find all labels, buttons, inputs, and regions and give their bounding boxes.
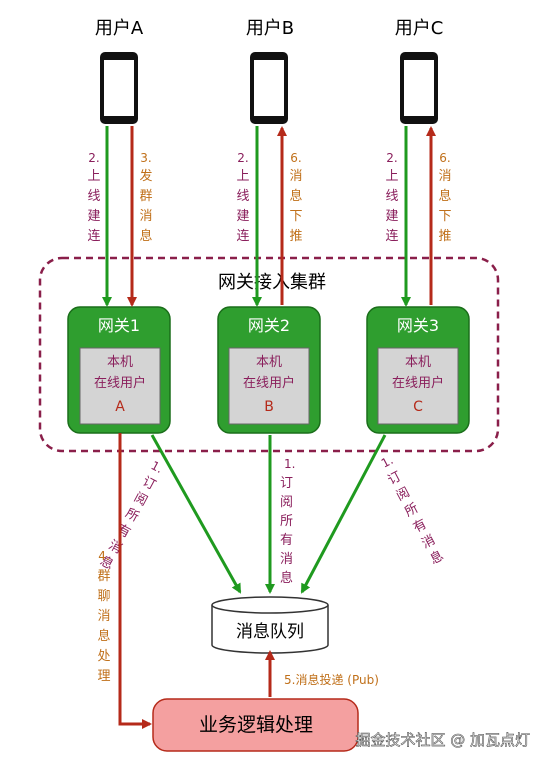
svg-text:订: 订: [386, 469, 405, 488]
svg-text:群: 群: [139, 189, 152, 204]
svg-text:线: 线: [385, 189, 398, 204]
gateway-2-user: B: [264, 399, 274, 415]
svg-text:消: 消: [289, 169, 302, 184]
svg-text:建: 建: [236, 209, 249, 224]
svg-text:息: 息: [289, 188, 302, 204]
gateway-3-user: C: [413, 399, 423, 415]
svg-text:息: 息: [139, 228, 152, 244]
svg-text:建: 建: [87, 209, 100, 224]
gateway-1-line2: 在线用户: [94, 375, 146, 391]
gateway-1: 网关1 本机 在线用户 A: [67, 306, 171, 434]
svg-text:理: 理: [97, 669, 110, 684]
label-b-connect: 2. 上 线 建 连: [236, 151, 249, 244]
svg-text:订: 订: [140, 474, 159, 493]
phone-b-icon: [250, 52, 288, 124]
svg-text:阅: 阅: [394, 485, 413, 504]
svg-text:息: 息: [427, 548, 446, 568]
svg-text:所: 所: [402, 501, 421, 520]
user-a-label: 用户A: [95, 18, 144, 39]
svg-text:群: 群: [97, 569, 110, 584]
gateway-3: 网关3 本机 在线用户 C: [366, 306, 470, 434]
svg-text:消: 消: [97, 609, 110, 624]
svg-text:消: 消: [438, 169, 451, 184]
svg-text:下: 下: [438, 209, 451, 224]
svg-text:消: 消: [419, 533, 438, 552]
svg-text:推: 推: [289, 229, 302, 244]
svg-text:4.: 4.: [98, 549, 109, 563]
svg-text:上: 上: [385, 169, 398, 184]
label-c-push: 6. 消 息 下 推: [438, 151, 451, 244]
svg-text:下: 下: [289, 209, 302, 224]
gateway-1-user: A: [115, 399, 125, 415]
svg-text:1.: 1.: [149, 458, 166, 476]
gateway-3-title: 网关3: [397, 316, 439, 335]
svg-text:息: 息: [280, 570, 293, 586]
svg-text:所: 所: [123, 506, 142, 525]
svg-text:有: 有: [280, 533, 293, 548]
svg-text:连: 连: [236, 228, 249, 244]
gateway-2: 网关2 本机 在线用户 B: [217, 306, 321, 434]
svg-text:息: 息: [438, 188, 451, 204]
label-subscribe-3: 1. 订 阅 所 有 消 息: [379, 453, 446, 568]
svg-text:所: 所: [280, 514, 293, 529]
gateway-2-line2: 在线用户: [243, 375, 295, 391]
svg-text:阅: 阅: [280, 495, 293, 510]
svg-text:聊: 聊: [97, 589, 110, 604]
svg-text:上: 上: [87, 169, 100, 184]
svg-text:6.: 6.: [439, 151, 450, 165]
arrow-subscribe-1: [150, 434, 242, 594]
svg-text:阅: 阅: [131, 490, 150, 509]
publish-label: 5.消息投递 (Pub): [284, 672, 379, 687]
svg-text:1.: 1.: [284, 457, 295, 471]
user-b-label: 用户B: [246, 18, 294, 39]
phone-a-icon: [100, 52, 138, 124]
svg-text:订: 订: [280, 476, 293, 491]
svg-text:线: 线: [236, 189, 249, 204]
svg-text:连: 连: [87, 228, 100, 244]
gateway-3-line1: 本机: [405, 355, 431, 370]
svg-text:2.: 2.: [88, 151, 99, 165]
svg-text:2.: 2.: [386, 151, 397, 165]
svg-text:建: 建: [385, 209, 398, 224]
svg-text:2.: 2.: [237, 151, 248, 165]
arrow-subscribe-3: [300, 434, 387, 594]
svg-text:3.: 3.: [140, 151, 151, 165]
watermark: 掘金技术社区 @ 加瓦点灯: [355, 731, 530, 749]
gateway-2-title: 网关2: [248, 316, 290, 335]
svg-text:发: 发: [139, 168, 152, 184]
svg-text:1.: 1.: [379, 453, 396, 471]
svg-text:有: 有: [411, 517, 430, 536]
cluster-title: 网关接入集群: [218, 272, 326, 293]
message-queue: 消息队列: [211, 596, 329, 654]
label-c-connect: 2. 上 线 建 连: [385, 151, 398, 244]
svg-text:连: 连: [385, 228, 398, 244]
user-c-label: 用户C: [395, 18, 444, 39]
label-a-connect: 2. 上 线 建 连: [87, 151, 100, 244]
svg-text:上: 上: [236, 169, 249, 184]
business-logic-box: [152, 698, 359, 752]
cluster-title-bg: [214, 268, 332, 294]
label-b-push: 6. 消 息 下 推: [289, 151, 302, 244]
business-logic-label: 业务逻辑处理: [199, 714, 313, 736]
svg-text:息: 息: [97, 628, 110, 644]
arrow-group-process: [118, 433, 152, 729]
svg-text:有: 有: [114, 522, 133, 541]
svg-text:线: 线: [87, 189, 100, 204]
svg-text:推: 推: [438, 229, 451, 244]
svg-text:消: 消: [139, 209, 152, 224]
gateway-3-line2: 在线用户: [392, 375, 444, 391]
queue-label: 消息队列: [236, 622, 304, 642]
label-a-send: 3. 发 群 消 息: [139, 151, 152, 244]
phone-c-icon: [400, 52, 438, 124]
gateway-2-line1: 本机: [256, 355, 282, 370]
svg-text:6.: 6.: [290, 151, 301, 165]
label-group-process: 4. 群 聊 消 息 处 理: [97, 549, 110, 684]
svg-text:处: 处: [97, 649, 110, 664]
svg-text:消: 消: [280, 552, 293, 567]
gateway-cluster-box: [38, 256, 500, 453]
gateway-1-line1: 本机: [107, 355, 133, 370]
gateway-1-title: 网关1: [98, 316, 140, 335]
label-subscribe-2: 1. 订 阅 所 有 消 息: [280, 457, 295, 586]
